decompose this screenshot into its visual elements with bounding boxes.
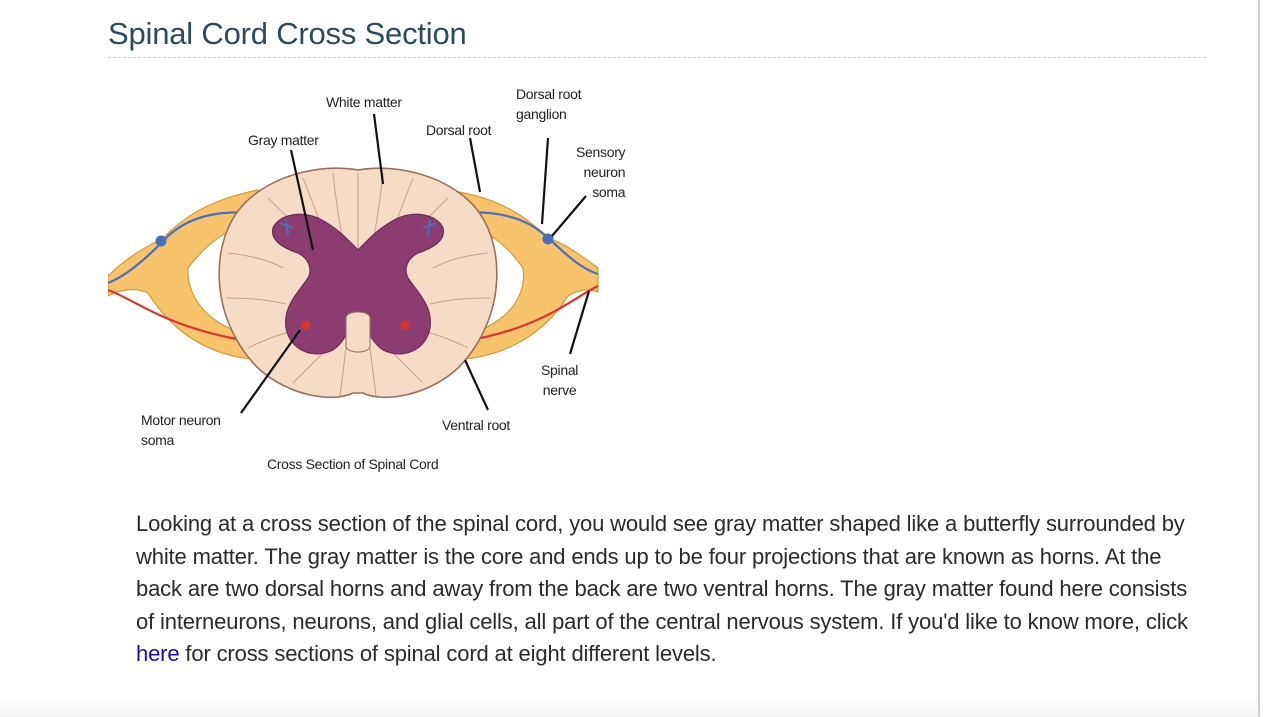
right-ganglion-soma [542, 233, 554, 245]
left-sensory-fiber [108, 211, 279, 285]
spinal-cord-figure: White matter Gray matter Dorsal root Dor… [108, 78, 648, 488]
label-dorsal-root: Dorsal root [426, 122, 492, 138]
label-sensory-neuron-soma: Sensory neuron soma [576, 144, 626, 200]
label-spinal-nerve: Spinal nerve [541, 362, 579, 398]
ventral-fissure [345, 311, 371, 353]
right-dorsal-synapse [422, 219, 437, 237]
left-dorsal-synapse [279, 219, 294, 237]
left-ganglion-soma [155, 235, 167, 247]
left-motor-neuron-soma [301, 320, 311, 330]
body-text-after-link: for cross sections of spinal cord at eig… [179, 641, 717, 667]
label-gray-matter: Gray matter [248, 132, 319, 148]
figure-caption: Cross Section of Spinal Cord [267, 456, 439, 472]
white-matter-pointer [372, 113, 385, 185]
ventral-root-pointer [464, 359, 489, 411]
title-divider [108, 57, 1206, 58]
body-text-before-link: Looking at a cross section of the spinal… [136, 511, 1188, 634]
label-motor-neuron-soma: Motor neuron soma [141, 412, 221, 448]
cross-sections-link[interactable]: here [136, 641, 180, 667]
gray-matter-pointer [289, 149, 315, 251]
motor-soma-pointer [240, 329, 301, 414]
ganglion-pointer [540, 137, 550, 225]
dorsal-root-pointer [468, 137, 482, 193]
right-motor-neuron-soma [400, 320, 410, 330]
content-right-border [1258, 0, 1260, 717]
label-white-matter: White matter [326, 94, 402, 110]
label-ventral-root: Ventral root [442, 417, 510, 433]
label-dorsal-root-ganglion: Dorsal root ganglion [516, 86, 582, 122]
page-title: Spinal Cord Cross Section [108, 16, 467, 51]
bottom-edge-shadow [0, 700, 1258, 717]
leader-lines [240, 113, 591, 414]
spinal-nerve-pointer [568, 290, 591, 355]
body-paragraph: Looking at a cross section of the spinal… [136, 508, 1196, 671]
spinal-cord-diagram [108, 113, 599, 414]
sensory-soma-pointer [551, 195, 587, 237]
